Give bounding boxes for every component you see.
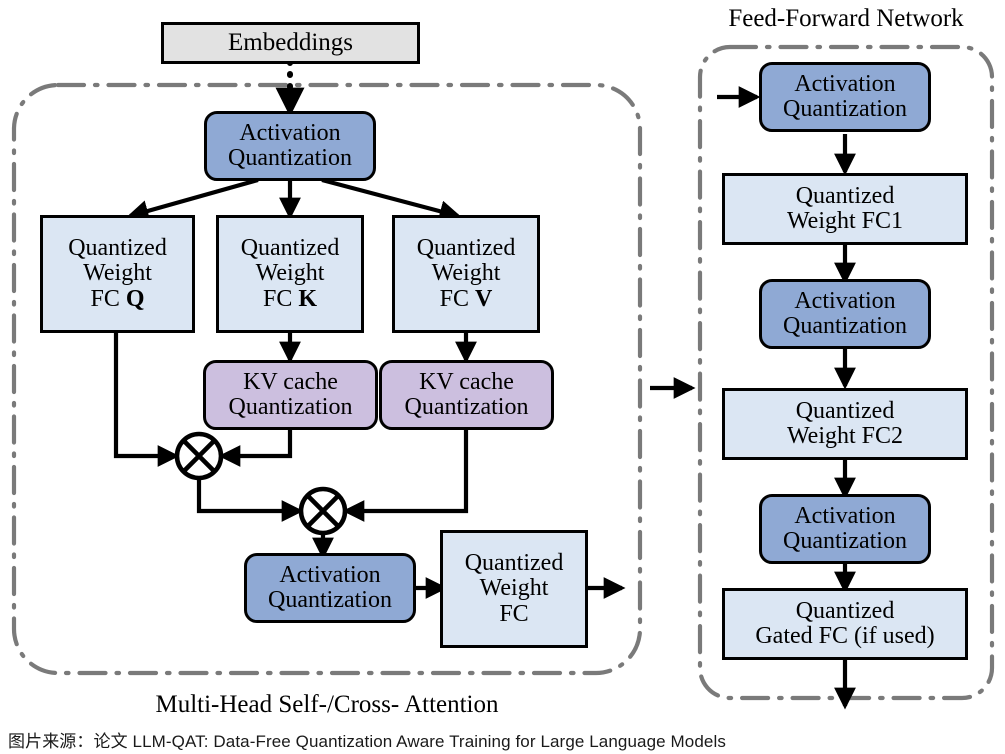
node-activation-quant-out-line1: Activation	[279, 561, 381, 588]
node-weight-fc-q-letter: Q	[125, 285, 145, 312]
node-weight-fc-v-line3: FC V	[439, 285, 493, 312]
node-ffn-weight-fc2-line1: Quantized	[795, 397, 895, 424]
node-weight-fc-k-letter: K	[298, 285, 318, 312]
attention-panel-title: Multi-Head Self-/Cross- Attention	[155, 691, 499, 718]
node-kv-cache-quant-k-line2: Quantization	[228, 394, 353, 420]
node-weight-fc-q-line2: Weight	[83, 260, 152, 287]
node-ffn-activation-quant-2-line1: Activation	[794, 287, 896, 314]
node-ffn-weight-fc1-line2: Weight FC1	[786, 208, 904, 234]
edge-fcq-to-matmul1	[113, 332, 180, 467]
node-ffn-weight-fc1-line1: Quantized	[795, 182, 895, 209]
node-kv-cache-quant-v[interactable]: KV cache Quantization	[379, 360, 554, 430]
node-ffn-activation-quant-1[interactable]: Activation Quantization	[759, 62, 931, 132]
node-activation-quant-top-line2: Quantization	[228, 145, 352, 171]
source-caption: 图片来源：论文 LLM-QAT: Data-Free Quantization …	[8, 732, 726, 751]
node-activation-quant-out[interactable]: Activation Quantization	[244, 553, 416, 623]
node-weight-fc-out-line2: Weight	[479, 575, 549, 602]
node-kv-cache-quant-v-line2: Quantization	[404, 394, 529, 420]
node-weight-fc-v-line1: Quantized	[416, 234, 516, 261]
matmul-icon-2	[298, 486, 348, 536]
node-kv-cache-quant-k[interactable]: KV cache Quantization	[203, 360, 378, 430]
node-weight-fc-v-line2: Weight	[431, 260, 501, 287]
node-weight-fc-out[interactable]: Quantized Weight FC	[440, 530, 588, 648]
node-ffn-activation-quant-2-line2: Quantization	[783, 313, 907, 339]
node-embeddings-label: Embeddings	[228, 28, 353, 56]
node-weight-fc-k[interactable]: Quantized Weight FC K	[216, 215, 364, 333]
node-ffn-activation-quant-2[interactable]: Activation Quantization	[759, 279, 931, 349]
node-ffn-gated-fc-line1: Quantized	[795, 597, 895, 624]
node-ffn-activation-quant-3-line1: Activation	[794, 502, 896, 529]
node-ffn-activation-quant-1-line1: Activation	[794, 70, 896, 97]
node-weight-fc-k-line3: FC K	[262, 285, 318, 312]
edge-activation-to-qkv	[126, 177, 462, 222]
node-kv-cache-quant-k-line1: KV cache	[243, 368, 338, 395]
node-ffn-weight-fc1[interactable]: Quantized Weight FC1	[722, 173, 968, 245]
node-weight-fc-k-line2: Weight	[255, 260, 325, 287]
matmul-icon-1	[174, 431, 224, 481]
node-weight-fc-out-line1: Quantized	[464, 549, 564, 576]
node-weight-fc-v-letter: V	[475, 285, 493, 312]
node-ffn-activation-quant-1-line2: Quantization	[783, 96, 907, 122]
node-ffn-activation-quant-3[interactable]: Activation Quantization	[759, 494, 931, 564]
node-activation-quant-top-line1: Activation	[239, 119, 341, 146]
node-ffn-gated-fc[interactable]: Quantized Gated FC (if used)	[722, 588, 968, 660]
node-kv-cache-quant-v-line1: KV cache	[419, 368, 514, 395]
edge-matmul1-to-matmul2	[196, 480, 304, 522]
node-activation-quant-top[interactable]: Activation Quantization	[204, 111, 376, 181]
edge-kvcache-k-to-matmul1	[218, 430, 293, 467]
node-weight-fc-v[interactable]: Quantized Weight FC V	[392, 215, 540, 333]
attention-panel-border	[11, 82, 643, 676]
node-embeddings[interactable]: Embeddings	[161, 22, 420, 64]
node-ffn-weight-fc2[interactable]: Quantized Weight FC2	[722, 388, 968, 460]
node-ffn-gated-fc-line2: Gated FC (if used)	[755, 623, 935, 649]
node-ffn-activation-quant-3-line2: Quantization	[783, 528, 907, 554]
edge-kvcache-v-to-matmul2	[342, 430, 469, 522]
ffn-panel-title: Feed-Forward Network	[728, 5, 964, 32]
node-weight-fc-q-line3: FC Q	[90, 285, 145, 312]
node-activation-quant-out-line2: Quantization	[268, 587, 392, 613]
node-weight-fc-q-line1: Quantized	[68, 234, 167, 261]
node-weight-fc-out-line3: FC	[499, 600, 529, 627]
node-ffn-weight-fc2-line2: Weight FC2	[786, 423, 904, 449]
node-weight-fc-q[interactable]: Quantized Weight FC Q	[40, 215, 195, 333]
node-weight-fc-k-line1: Quantized	[240, 234, 340, 261]
